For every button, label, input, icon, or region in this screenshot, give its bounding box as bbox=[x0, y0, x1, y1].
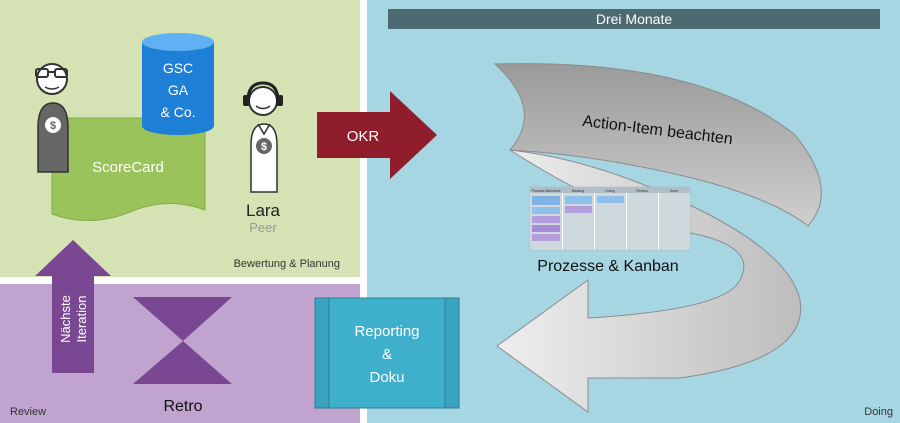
peer-person-icon: $ bbox=[243, 81, 283, 193]
header-bar bbox=[388, 9, 880, 29]
kanban-board: Prozess-Bibliothek Backlog Doing Review … bbox=[529, 186, 691, 251]
header-title: Drei Monate bbox=[596, 11, 672, 27]
curved-arrow bbox=[493, 63, 822, 413]
database-icon: GSC GA & Co. bbox=[142, 33, 214, 135]
okr-arrow bbox=[317, 91, 437, 179]
kanban-col-3: Doing bbox=[605, 189, 614, 193]
doing-panel-label: Doing bbox=[864, 406, 893, 418]
retro-label: Retro bbox=[163, 398, 202, 415]
retro-hourglass-icon bbox=[133, 297, 232, 384]
kanban-col-1: Prozess-Bibliothek bbox=[532, 189, 561, 193]
next-iteration-line-1: Nächste bbox=[58, 295, 73, 343]
reporting-line-3: Doku bbox=[369, 369, 404, 386]
review-panel-label: Review bbox=[10, 406, 46, 418]
database-line-1: GSC bbox=[163, 60, 193, 76]
scorecard-shape bbox=[51, 117, 206, 221]
reporting-line-2: & bbox=[382, 346, 392, 363]
kanban-col-2: Backlog bbox=[572, 189, 585, 193]
next-iteration-arrow bbox=[35, 240, 111, 373]
svg-text:$: $ bbox=[50, 120, 56, 132]
scorecard-label: ScoreCard bbox=[92, 159, 164, 176]
okr-label: OKR bbox=[347, 128, 380, 145]
kanban-col-5: Done bbox=[670, 189, 678, 193]
next-iteration-line-2: Iteration bbox=[74, 296, 89, 343]
person-glasses-icon: $ bbox=[35, 63, 69, 173]
peer-role: Peer bbox=[249, 220, 277, 235]
kanban-label: Prozesse & Kanban bbox=[537, 258, 678, 275]
peer-name: Lara bbox=[246, 201, 281, 220]
svg-text:$: $ bbox=[261, 141, 267, 153]
database-line-3: & Co. bbox=[160, 104, 195, 120]
reporting-line-1: Reporting bbox=[354, 323, 419, 340]
database-line-2: GA bbox=[168, 82, 189, 98]
reporting-box bbox=[314, 297, 460, 409]
kanban-col-4: Review bbox=[636, 189, 648, 193]
planning-panel-label: Bewertung & Planung bbox=[234, 258, 340, 270]
